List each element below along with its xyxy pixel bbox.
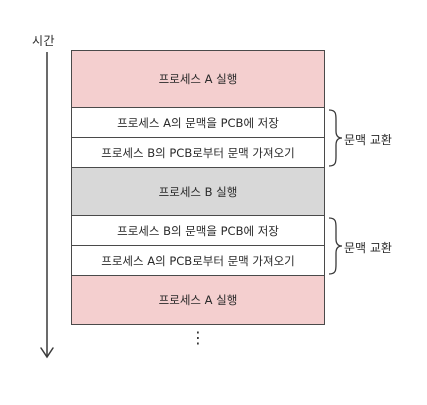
save-context-b-block: 프로세스 B의 문맥을 PCB에 저장 xyxy=(71,216,325,246)
time-axis-label: 시간 xyxy=(32,34,56,48)
block-label: 프로세스 B 실행 xyxy=(158,184,238,199)
brace-2 xyxy=(328,217,343,275)
process-b-run-block: 프로세스 B 실행 xyxy=(71,168,325,216)
block-label: 프로세스 A 실행 xyxy=(158,293,238,307)
block-label: 프로세스 B의 문맥을 PCB에 저장 xyxy=(117,223,279,238)
load-context-a-block: 프로세스 A의 PCB로부터 문맥 가져오기 xyxy=(71,246,325,276)
load-context-b-block: 프로세스 B의 PCB로부터 문맥 가져오기 xyxy=(71,138,325,168)
context-switch-label: 문맥 교환 xyxy=(344,133,392,147)
continuation-dots: ⋮ xyxy=(190,328,206,347)
save-context-a-block: 프로세스 A의 문맥을 PCB에 저장 xyxy=(71,108,325,138)
process-a-run-block: 프로세스 A 실행 xyxy=(71,276,325,325)
block-label: 프로세스 A의 문맥을 PCB에 저장 xyxy=(117,115,279,130)
process-a-run-block: 프로세스 A 실행 xyxy=(71,50,325,108)
block-label: 프로세스 A 실행 xyxy=(158,72,238,86)
brace-1 xyxy=(328,109,343,167)
context-switch-label: 문맥 교환 xyxy=(344,241,392,255)
block-label: 프로세스 A의 PCB로부터 문맥 가져오기 xyxy=(101,253,295,268)
block-label: 프로세스 B의 PCB로부터 문맥 가져오기 xyxy=(101,145,295,160)
